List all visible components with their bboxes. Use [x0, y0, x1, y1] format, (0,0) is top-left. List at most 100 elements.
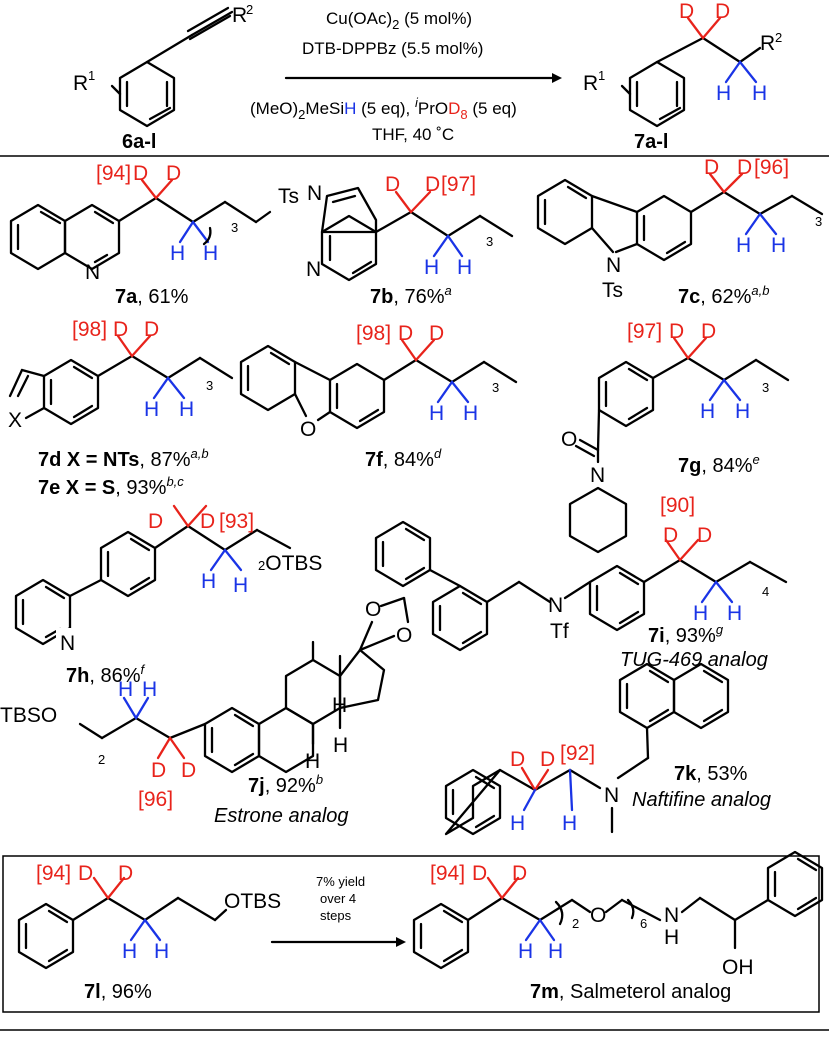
svg-text:7b, 76%a: 7b, 76%a: [370, 283, 452, 308]
svg-text:[96]: [96]: [754, 156, 789, 179]
svg-text:H: H: [201, 570, 216, 593]
svg-text:N: N: [85, 261, 100, 284]
svg-text:H: H: [727, 602, 742, 625]
svg-text:7l, 96%: 7l, 96%: [84, 981, 152, 1003]
svg-text:H: H: [154, 940, 169, 963]
svg-text:OH: OH: [722, 956, 754, 979]
svg-text:3: 3: [206, 378, 213, 393]
svg-text:[96]: [96]: [138, 788, 173, 811]
compound-7f: O D D H H 3 [98] 7f, 84%d: [239, 322, 518, 471]
svg-text:[90]: [90]: [660, 494, 695, 517]
svg-text:OTBS: OTBS: [224, 890, 281, 913]
svg-text:Estrone analog: Estrone analog: [214, 805, 349, 827]
svg-text:H: H: [562, 812, 577, 835]
svg-text:H: H: [700, 400, 715, 423]
svg-text:H: H: [693, 602, 708, 625]
svg-text:O: O: [300, 418, 316, 441]
svg-text:D: D: [148, 510, 163, 533]
svg-text:D: D: [679, 0, 694, 23]
svg-text:D: D: [704, 156, 719, 179]
svg-text:D: D: [200, 510, 215, 533]
svg-text:Naftifine analog: Naftifine analog: [632, 789, 771, 811]
svg-text:H: H: [142, 678, 157, 701]
svg-text:H: H: [429, 402, 444, 425]
svg-text:D: D: [663, 524, 678, 547]
svg-text:3: 3: [231, 220, 238, 235]
svg-text:H: H: [333, 734, 348, 757]
svg-text:3: 3: [486, 234, 493, 249]
svg-text:H: H: [170, 242, 185, 265]
svg-text:O: O: [365, 598, 381, 621]
svg-text:D: D: [181, 759, 196, 782]
svg-text:N: N: [606, 254, 621, 277]
svg-text:H: H: [664, 926, 679, 949]
svg-text:O: O: [561, 428, 577, 451]
svg-text:7c, 62%a,b: 7c, 62%a,b: [678, 283, 769, 308]
svg-text:[94]: [94]: [430, 862, 465, 885]
svg-text:7a, 61%: 7a, 61%: [115, 286, 189, 308]
svg-text:[93]: [93]: [219, 510, 254, 533]
svg-text:H: H: [463, 402, 478, 425]
compound-7j: O O H H H H H D D TBSO 2 [96] 7j, 92%b E…: [0, 596, 412, 827]
svg-text:7h, 86%f: 7h, 86%f: [66, 662, 146, 687]
svg-text:7e X = S, 93%b,c: 7e X = S, 93%b,c: [38, 474, 184, 499]
svg-text:H: H: [179, 398, 194, 421]
svg-text:7i, 93%g: 7i, 93%g: [648, 622, 724, 647]
svg-text:[94]: [94]: [36, 862, 71, 885]
svg-text:X: X: [8, 409, 22, 432]
svg-text:TUG-469 analog: TUG-469 analog: [620, 649, 768, 671]
svg-text:H: H: [122, 940, 137, 963]
svg-text:7% yield: 7% yield: [316, 874, 365, 889]
compound-7b: N N Ts D D H H 3 [97] 7b, 76%a: [278, 173, 514, 308]
svg-text:2: 2: [572, 916, 579, 931]
svg-text:D: D: [398, 322, 413, 345]
box-arrow: 7% yield over 4 steps: [270, 874, 406, 947]
svg-text:H: H: [144, 398, 159, 421]
compound-7i: N Tf D D H H 4 [90] 7i, 93%g TUG-469 ana…: [374, 494, 788, 671]
svg-text:D: D: [78, 862, 93, 885]
svg-text:THF, 40 ˚C: THF, 40 ˚C: [372, 125, 454, 144]
svg-text:Ts: Ts: [602, 279, 623, 302]
svg-text:D: D: [429, 322, 444, 345]
svg-text:7k, 53%: 7k, 53%: [674, 763, 748, 785]
svg-text:[98]: [98]: [72, 318, 107, 341]
svg-text:D: D: [472, 862, 487, 885]
svg-text:H: H: [233, 574, 248, 597]
svg-text:TBSO: TBSO: [0, 704, 57, 727]
svg-text:D: D: [510, 748, 525, 771]
svg-text:[94]: [94]: [96, 162, 131, 185]
product-7: D D H H R 2 R 1 7a-l: [583, 0, 782, 153]
svg-text:H: H: [510, 812, 525, 835]
svg-text:D: D: [118, 862, 133, 885]
svg-text:4: 4: [762, 584, 769, 599]
compound-7c: N Ts D D H H 3 [96] 7c, 62%a,b: [536, 156, 824, 308]
svg-text:H: H: [752, 82, 767, 105]
svg-text:2: 2: [775, 30, 782, 45]
svg-text:D: D: [715, 0, 730, 23]
svg-text:D: D: [151, 759, 166, 782]
svg-text:D: D: [113, 318, 128, 341]
svg-text:7m, Salmeterol analog: 7m, Salmeterol analog: [530, 981, 731, 1003]
compound-7a: N D D H H 3 [94] 7a, 61%: [9, 162, 272, 308]
svg-text:H: H: [716, 82, 731, 105]
svg-text:H: H: [771, 234, 786, 257]
svg-text:[98]: [98]: [356, 322, 391, 345]
svg-text:O: O: [396, 624, 412, 647]
svg-text:DTB-DPPBz (5.5 mol%): DTB-DPPBz (5.5 mol%): [302, 39, 483, 58]
svg-text:D: D: [144, 318, 159, 341]
compound-7h: N D D H H 2OTBS [93] 7h, 86%f: [14, 504, 322, 687]
svg-text:[97]: [97]: [441, 173, 476, 196]
svg-text:[92]: [92]: [560, 742, 595, 765]
product-label: 7a-l: [634, 131, 668, 153]
starting-material-6: R 2 R 1 6a-l: [73, 2, 253, 153]
svg-text:N: N: [306, 258, 321, 281]
svg-text:R: R: [760, 32, 775, 55]
svg-text:3: 3: [815, 214, 822, 229]
r1-label: R: [73, 72, 88, 95]
svg-text:Cu(OAc)2 (5 mol%): Cu(OAc)2 (5 mol%): [326, 9, 472, 32]
svg-text:7f, 84%d: 7f, 84%d: [365, 446, 442, 471]
svg-text:H: H: [457, 256, 472, 279]
svg-text:O: O: [590, 904, 606, 927]
svg-text:over 4: over 4: [320, 891, 356, 906]
